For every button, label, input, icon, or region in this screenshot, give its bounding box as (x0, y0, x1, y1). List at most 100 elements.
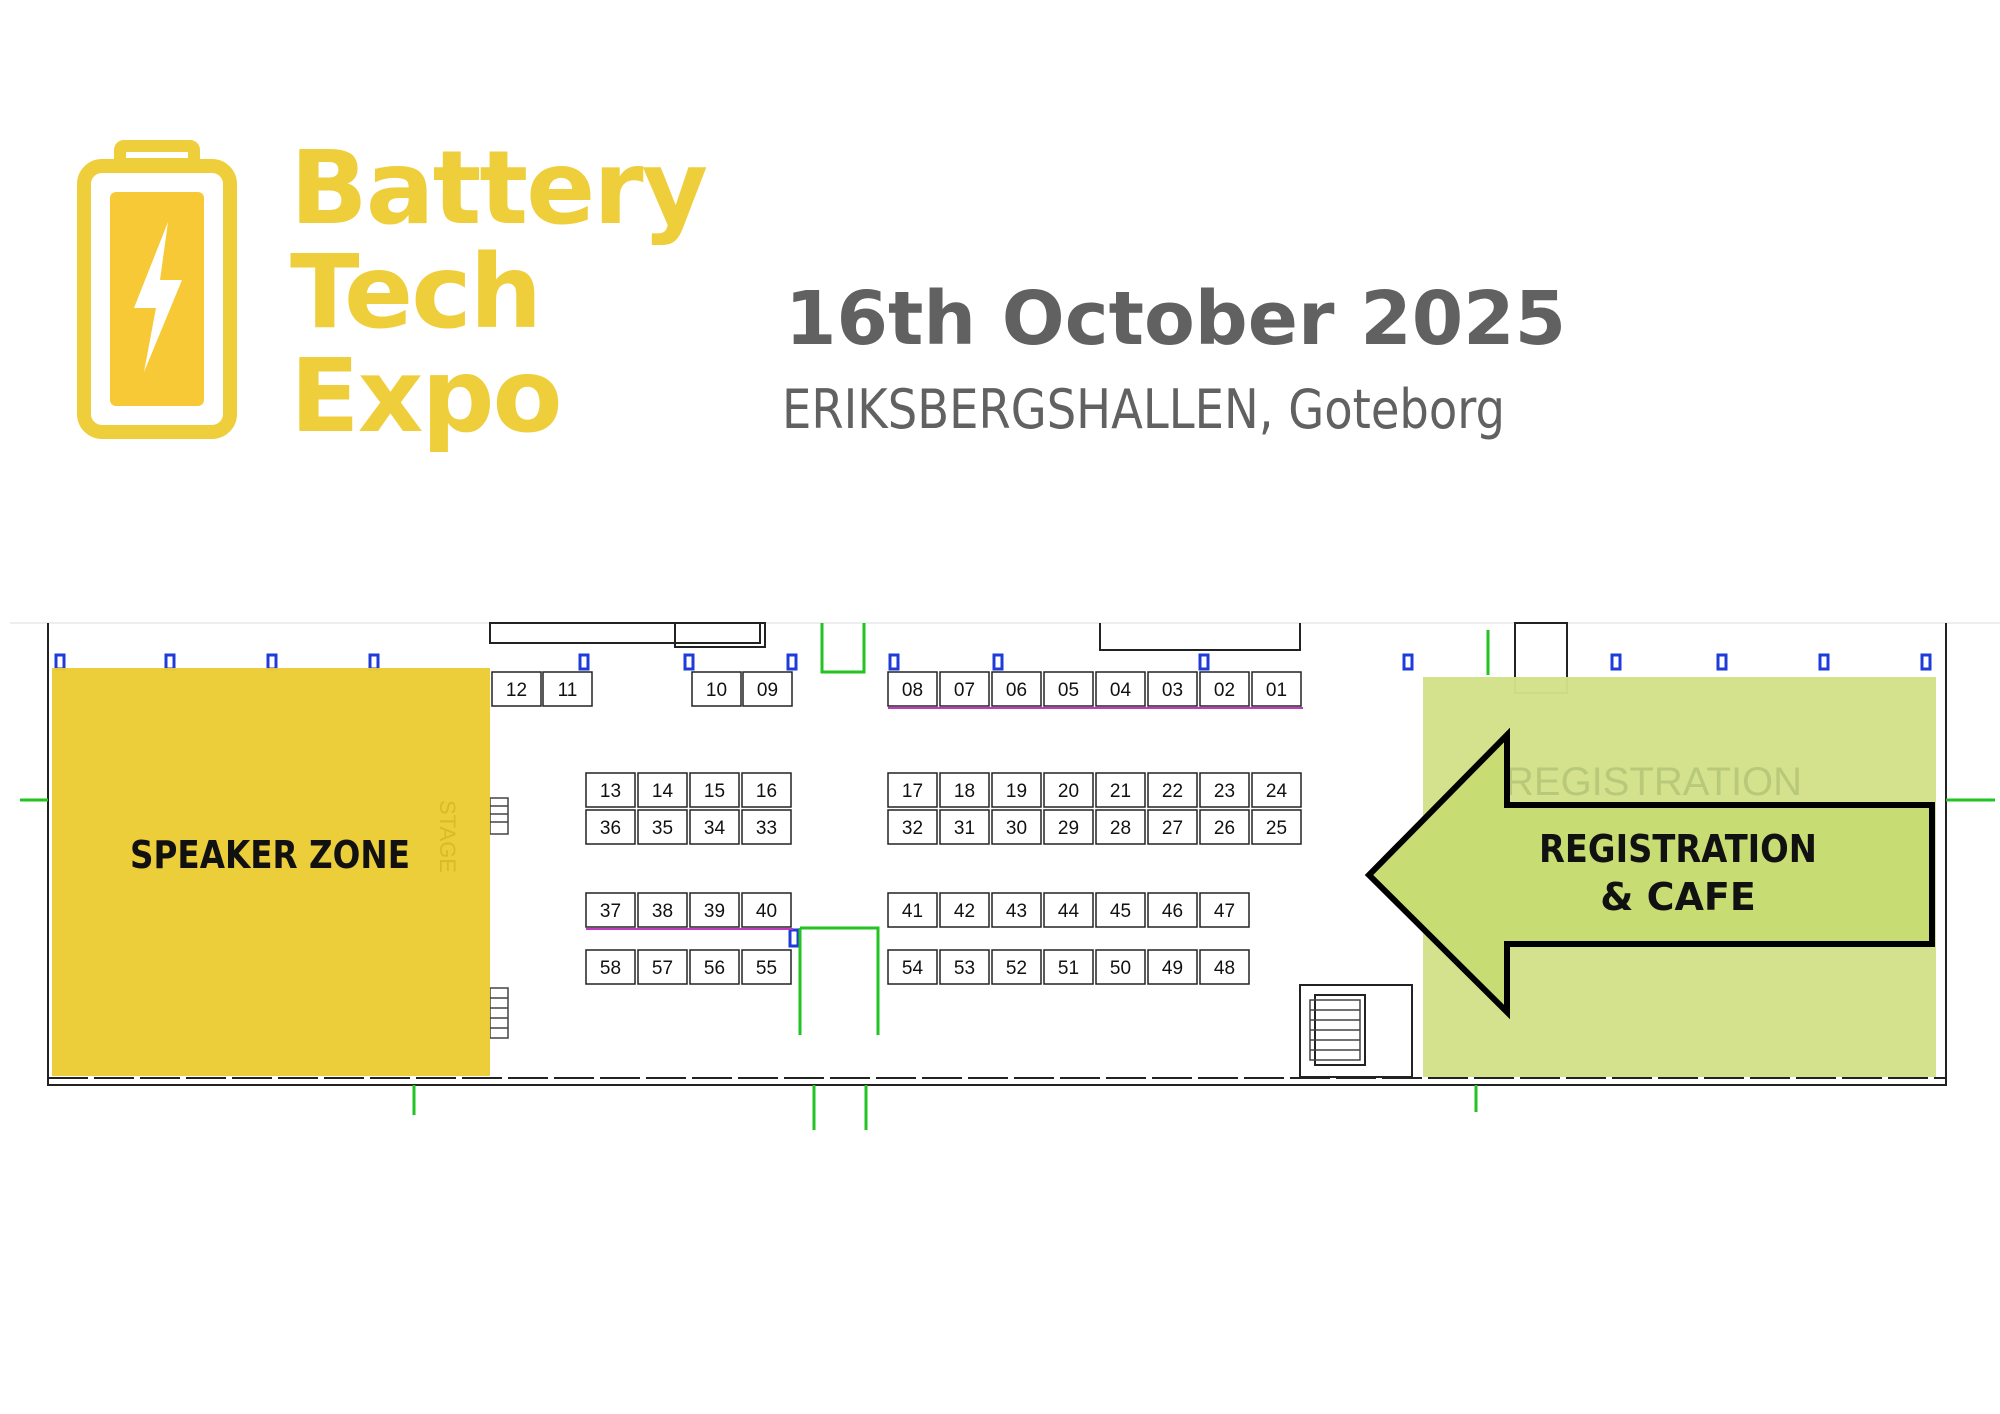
booth-23[interactable]: 23 (1199, 772, 1250, 808)
booth-24[interactable]: 24 (1251, 772, 1302, 808)
booth-box (637, 809, 688, 845)
booth-number: 34 (704, 818, 726, 839)
speaker-zone[interactable] (52, 668, 490, 1076)
booth-box (939, 809, 990, 845)
booth-28[interactable]: 28 (1095, 809, 1146, 845)
booth-51[interactable]: 51 (1043, 949, 1094, 985)
booth-35[interactable]: 35 (637, 809, 688, 845)
booth-01[interactable]: 01 (1251, 671, 1302, 707)
booth-number: 24 (1266, 781, 1288, 802)
booth-box (939, 671, 990, 707)
booth-34[interactable]: 34 (689, 809, 740, 845)
booth-37[interactable]: 37 (585, 892, 636, 928)
booth-44[interactable]: 44 (1043, 892, 1094, 928)
battery-bolt-icon (77, 140, 237, 439)
booth-box (542, 671, 593, 707)
booth-box (637, 772, 688, 808)
booth-box (689, 892, 740, 928)
booth-43[interactable]: 43 (991, 892, 1042, 928)
booth-box (1147, 671, 1198, 707)
booth-14[interactable]: 14 (637, 772, 688, 808)
booth-17[interactable]: 17 (887, 772, 938, 808)
booth-number: 12 (506, 680, 527, 701)
booth-number: 19 (1006, 781, 1027, 802)
booth-54[interactable]: 54 (887, 949, 938, 985)
booth-25[interactable]: 25 (1251, 809, 1302, 845)
booth-39[interactable]: 39 (689, 892, 740, 928)
booth-10[interactable]: 10 (691, 671, 742, 707)
logo-word-tech: Tech (290, 233, 542, 352)
booth-number: 54 (902, 958, 924, 979)
booth-36[interactable]: 36 (585, 809, 636, 845)
booth-16[interactable]: 16 (741, 772, 792, 808)
registration-label-line1: REGISTRATION (1539, 827, 1817, 871)
booth-box (1199, 671, 1250, 707)
booth-box (1043, 671, 1094, 707)
booth-55[interactable]: 55 (741, 949, 792, 985)
booth-box (741, 949, 792, 985)
booth-04[interactable]: 04 (1095, 671, 1146, 707)
booth-49[interactable]: 49 (1147, 949, 1198, 985)
booth-number: 03 (1162, 680, 1183, 701)
booth-07[interactable]: 07 (939, 671, 990, 707)
booth-02[interactable]: 02 (1199, 671, 1250, 707)
booth-06[interactable]: 06 (991, 671, 1042, 707)
booth-box (1095, 892, 1146, 928)
booth-20[interactable]: 20 (1043, 772, 1094, 808)
booth-50[interactable]: 50 (1095, 949, 1146, 985)
booth-47[interactable]: 47 (1199, 892, 1250, 928)
booth-41[interactable]: 41 (887, 892, 938, 928)
booth-56[interactable]: 56 (689, 949, 740, 985)
booth-22[interactable]: 22 (1147, 772, 1198, 808)
booth-09[interactable]: 09 (742, 671, 793, 707)
booth-29[interactable]: 29 (1043, 809, 1094, 845)
booth-40[interactable]: 40 (741, 892, 792, 928)
booth-number: 57 (652, 958, 673, 979)
booth-08[interactable]: 08 (887, 671, 938, 707)
booth-number: 06 (1006, 680, 1027, 701)
booth-46[interactable]: 46 (1147, 892, 1198, 928)
booth-15[interactable]: 15 (689, 772, 740, 808)
booth-19[interactable]: 19 (991, 772, 1042, 808)
booth-05[interactable]: 05 (1043, 671, 1094, 707)
booth-11[interactable]: 11 (542, 671, 593, 707)
booth-38[interactable]: 38 (637, 892, 688, 928)
booth-number: 18 (954, 781, 975, 802)
logo-word-battery: Battery (290, 129, 708, 248)
booth-58[interactable]: 58 (585, 949, 636, 985)
booth-number: 30 (1006, 818, 1027, 839)
booth-box (1095, 671, 1146, 707)
booth-33[interactable]: 33 (741, 809, 792, 845)
booth-31[interactable]: 31 (939, 809, 990, 845)
booth-13[interactable]: 13 (585, 772, 636, 808)
booth-number: 39 (704, 901, 725, 922)
booth-number: 27 (1162, 818, 1183, 839)
booth-52[interactable]: 52 (991, 949, 1042, 985)
booth-number: 07 (954, 680, 975, 701)
booth-number: 22 (1162, 781, 1183, 802)
booth-48[interactable]: 48 (1199, 949, 1250, 985)
booth-26[interactable]: 26 (1199, 809, 1250, 845)
booth-number: 20 (1058, 781, 1079, 802)
booth-box (1043, 772, 1094, 808)
booth-box (1147, 809, 1198, 845)
booth-number: 51 (1058, 958, 1079, 979)
booth-27[interactable]: 27 (1147, 809, 1198, 845)
booth-42[interactable]: 42 (939, 892, 990, 928)
booth-box (585, 949, 636, 985)
booth-30[interactable]: 30 (991, 809, 1042, 845)
booth-number: 43 (1006, 901, 1027, 922)
booth-03[interactable]: 03 (1147, 671, 1198, 707)
booth-21[interactable]: 21 (1095, 772, 1146, 808)
booth-45[interactable]: 45 (1095, 892, 1146, 928)
booth-number: 02 (1214, 680, 1235, 701)
booth-box (742, 671, 793, 707)
booth-box (1251, 671, 1302, 707)
booth-12[interactable]: 12 (491, 671, 542, 707)
booth-32[interactable]: 32 (887, 809, 938, 845)
booth-18[interactable]: 18 (939, 772, 990, 808)
booth-number: 32 (902, 818, 923, 839)
booth-53[interactable]: 53 (939, 949, 990, 985)
booth-57[interactable]: 57 (637, 949, 688, 985)
booth-number: 49 (1162, 958, 1183, 979)
